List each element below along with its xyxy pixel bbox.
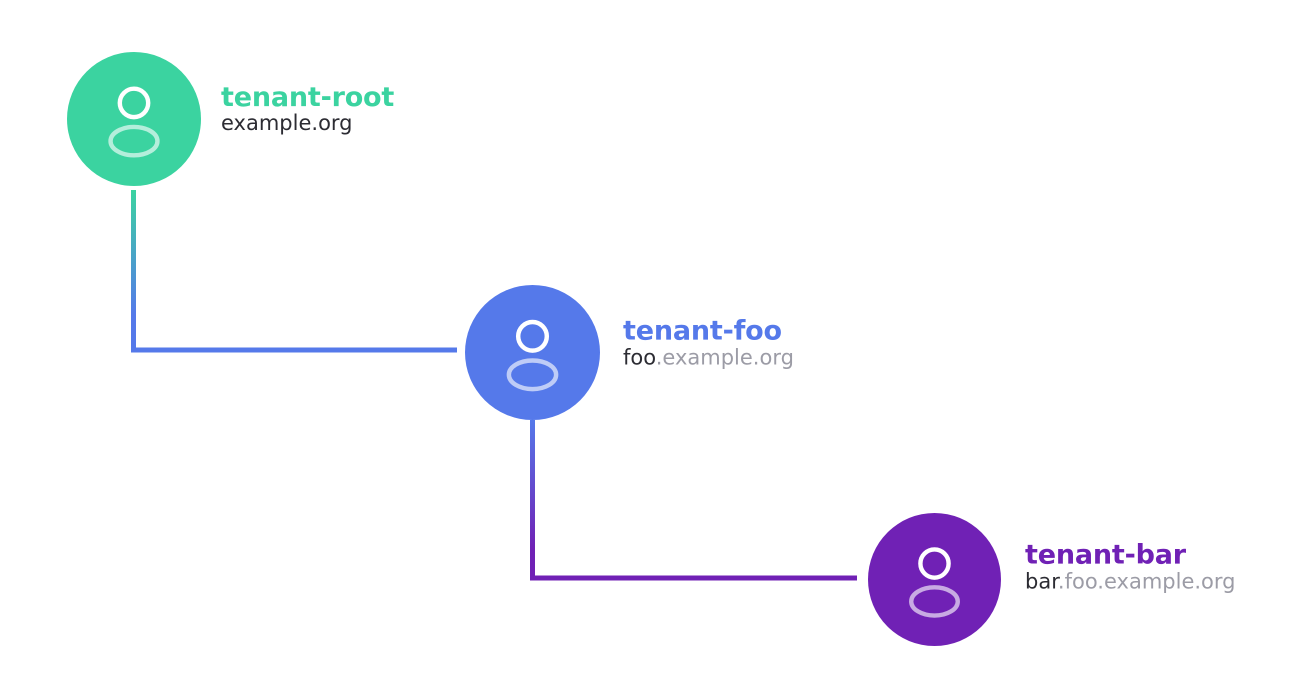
avatar-body-icon [506, 358, 559, 392]
avatar-head-icon [918, 547, 951, 580]
person-avatar-icon[interactable] [465, 285, 600, 420]
tenant-domain-parent: .foo.example.org [1057, 569, 1236, 594]
person-avatar-icon[interactable] [868, 513, 1001, 646]
tenant-domain: foo.example.org [623, 346, 794, 369]
avatar-head-icon [117, 86, 151, 120]
avatar-head-icon [515, 319, 550, 353]
tenant-node-foo[interactable]: tenant-foo foo.example.org [465, 285, 794, 420]
tenant-title: tenant-bar [1025, 539, 1186, 571]
tenant-domain-parent: .example.org [655, 345, 794, 370]
tenant-domain: example.org [221, 112, 394, 135]
tenant-title: tenant-foo [623, 315, 782, 347]
tenant-domain-self: example.org [221, 111, 353, 136]
tenant-domain-self: bar [1025, 569, 1058, 594]
tenant-label-group: tenant-root example.org [221, 81, 395, 136]
avatar-body-icon [108, 124, 160, 158]
avatar-body-icon [909, 585, 960, 618]
tenant-label-group: tenant-foo foo.example.org [623, 315, 794, 370]
tenant-domain-self: foo [623, 345, 656, 370]
tenant-title: tenant-root [221, 81, 395, 113]
tenant-node-root[interactable]: tenant-root example.org [67, 52, 394, 186]
tenant-label-group: tenant-bar bar.foo.example.org [1025, 539, 1235, 594]
tenant-domain: bar.foo.example.org [1025, 570, 1235, 593]
person-avatar-icon[interactable] [67, 52, 201, 186]
edge-root-to-foo [131, 190, 457, 353]
tenant-node-bar[interactable]: tenant-bar bar.foo.example.org [868, 513, 1235, 646]
edge-foo-to-bar [530, 420, 857, 581]
